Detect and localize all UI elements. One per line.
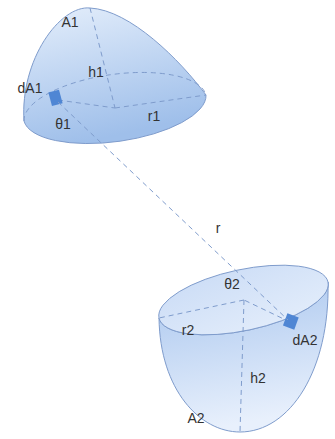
part-label: h1 bbox=[88, 64, 104, 80]
normal-line bbox=[58, 100, 115, 108]
height-axis bbox=[90, 8, 115, 108]
part-label: θ2 bbox=[224, 276, 240, 292]
height-axis bbox=[240, 300, 244, 432]
part-label: h2 bbox=[250, 370, 266, 386]
radius-line bbox=[159, 300, 244, 318]
radius-line bbox=[115, 95, 206, 108]
part-label: r1 bbox=[148, 108, 160, 124]
part-label: θ1 bbox=[55, 116, 71, 132]
part-label: A1 bbox=[61, 14, 78, 30]
normal-line bbox=[244, 300, 290, 322]
part-label: r bbox=[216, 220, 221, 236]
hidden-rim bbox=[24, 72, 206, 121]
part-label: A2 bbox=[187, 410, 204, 426]
distance-line bbox=[58, 102, 288, 320]
part-label: dA2 bbox=[293, 332, 318, 348]
upper-surface bbox=[24, 8, 206, 144]
area-element bbox=[48, 90, 62, 106]
part-label: dA1 bbox=[18, 80, 43, 96]
part-label: r2 bbox=[182, 322, 194, 338]
area-element bbox=[283, 313, 299, 329]
